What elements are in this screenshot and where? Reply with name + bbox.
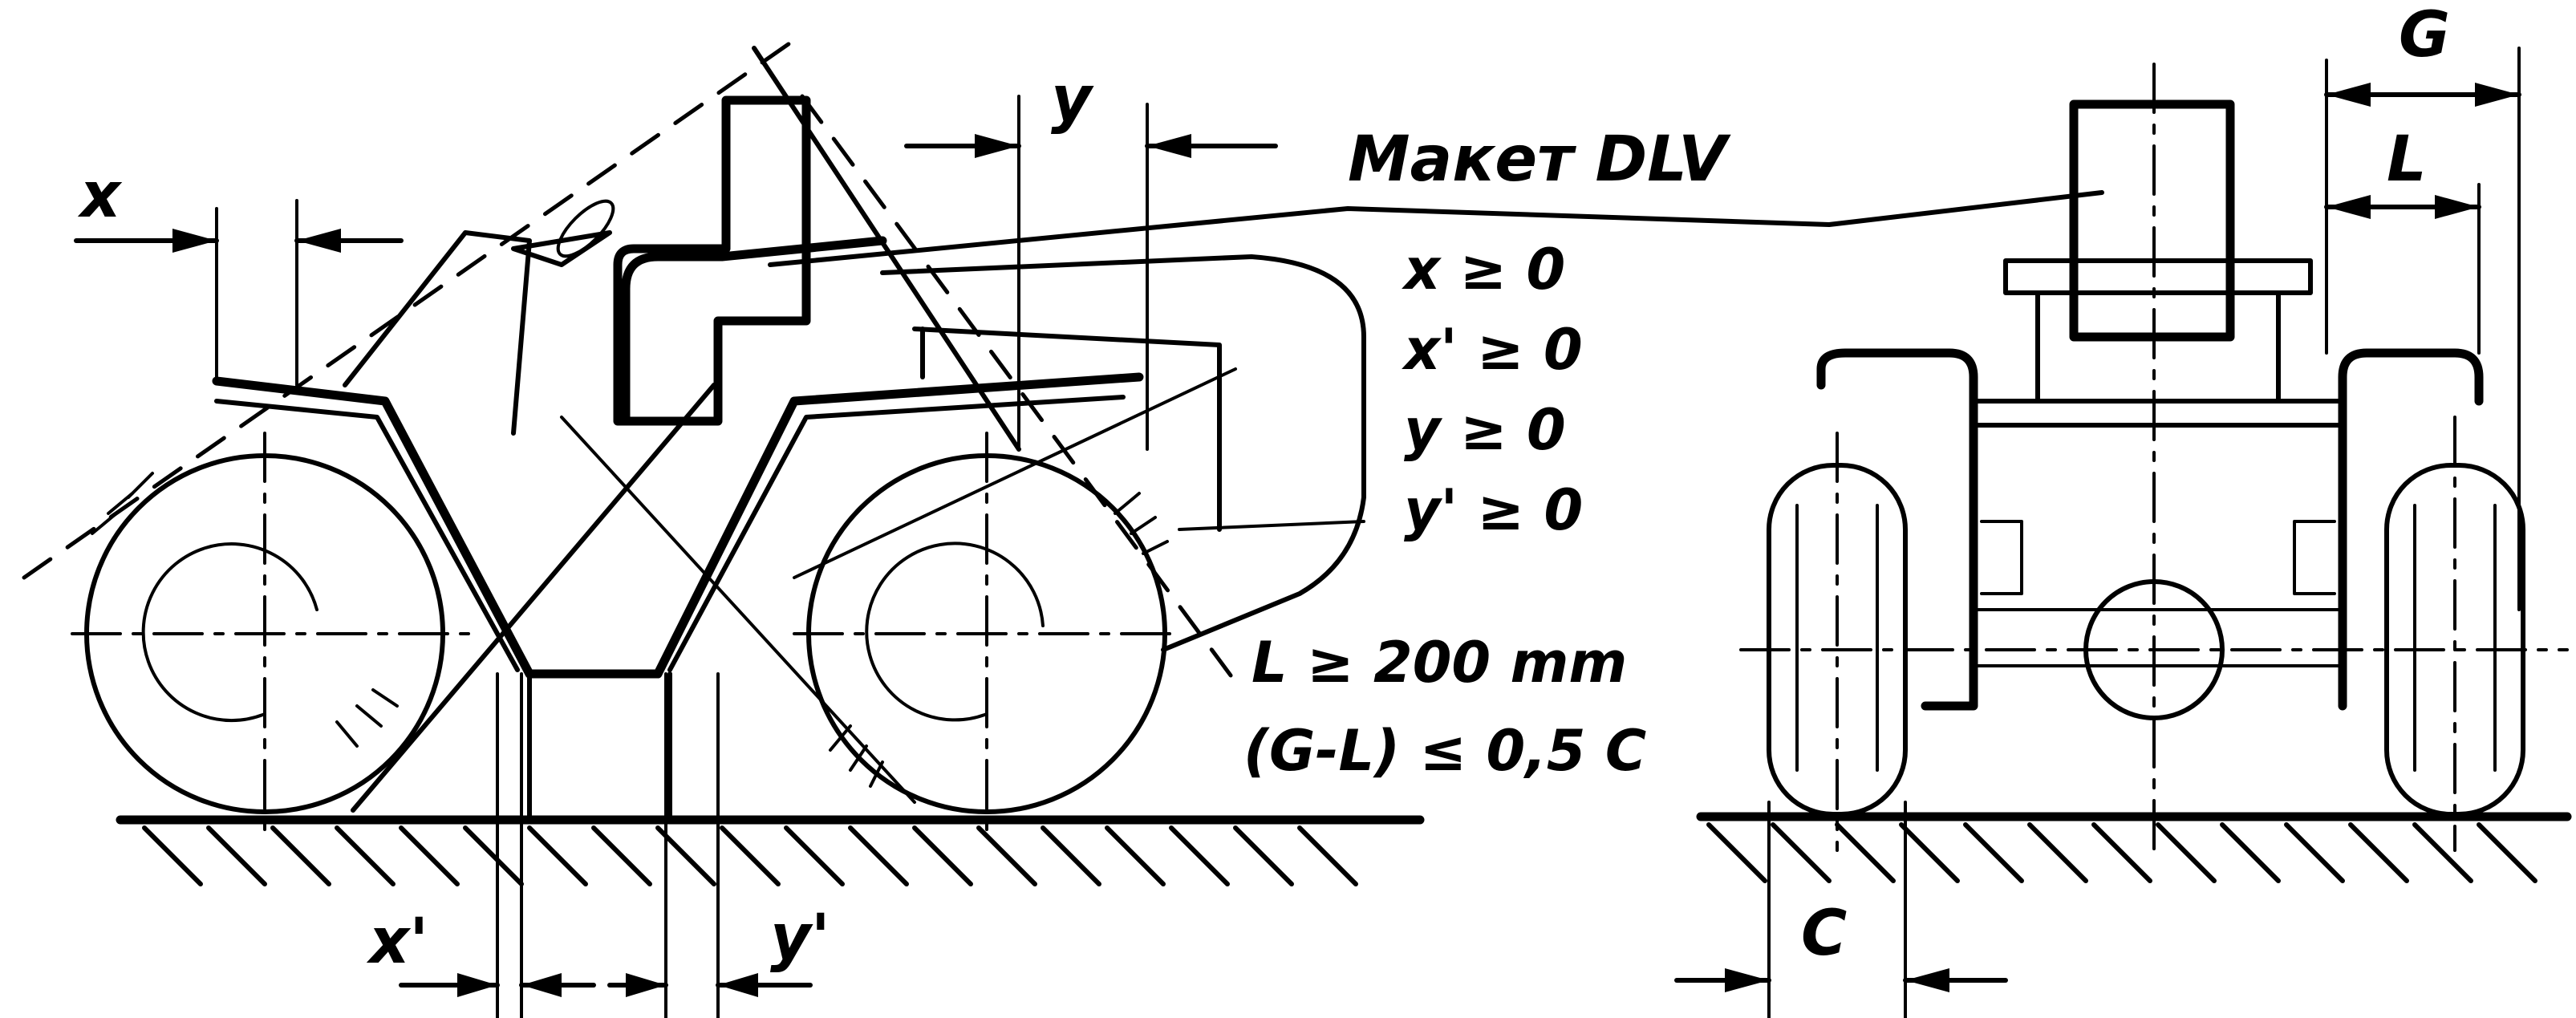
label-x-prime: x' bbox=[366, 906, 428, 978]
front-right-wheel bbox=[2384, 416, 2525, 852]
rear-wheel bbox=[71, 432, 475, 836]
side-view: x y x' y bbox=[22, 38, 2104, 1018]
condition-5: L ≥ 200 mm bbox=[1251, 630, 1627, 696]
dimension-l: L bbox=[2324, 124, 2481, 355]
condition-6: (G-L) ≤ 0,5 C bbox=[1243, 718, 1646, 784]
dlv-dummy-front bbox=[2069, 63, 2235, 852]
front-view: G L C bbox=[1674, 0, 2572, 1018]
label-l: L bbox=[2387, 124, 2427, 196]
ground-hatching-side bbox=[142, 825, 1358, 886]
dimension-c: C bbox=[1674, 801, 2008, 1018]
ground-hatching-front bbox=[1706, 822, 2537, 883]
dimension-y-prime: y' bbox=[607, 672, 830, 1018]
conditions-block: x ≥ 0 x' ≥ 0 y ≥ 0 y' ≥ 0 L ≥ 200 mm (G-… bbox=[1243, 237, 1646, 784]
condition-1: x ≥ 0 bbox=[1402, 237, 1565, 302]
dimension-y: y bbox=[904, 63, 1278, 451]
label-x: x bbox=[77, 160, 123, 232]
maket-dlv-callout: Макет DLV bbox=[768, 124, 2104, 267]
label-y: y bbox=[1051, 63, 1094, 136]
right-fender bbox=[2338, 348, 2484, 711]
label-y-prime: y' bbox=[770, 902, 830, 974]
label-c: C bbox=[1801, 898, 1847, 970]
condition-2: x' ≥ 0 bbox=[1402, 317, 1583, 383]
front-wheel bbox=[793, 432, 1181, 836]
condition-3: y ≥ 0 bbox=[1404, 397, 1566, 463]
chassis-front bbox=[1739, 258, 2569, 720]
dimension-x-prime: x' bbox=[366, 672, 596, 1018]
label-maket-dlv: Макет DLV bbox=[1348, 124, 1731, 196]
dimension-g: G bbox=[2324, 0, 2521, 611]
condition-4: y' ≥ 0 bbox=[1404, 477, 1583, 543]
dimension-x: x bbox=[74, 160, 404, 387]
front-left-wheel bbox=[1767, 432, 1908, 852]
clearance-envelope-lines bbox=[22, 38, 1238, 813]
dlv-dummy-side bbox=[613, 95, 811, 426]
label-g: G bbox=[2399, 0, 2450, 71]
left-fender bbox=[1816, 348, 1978, 711]
